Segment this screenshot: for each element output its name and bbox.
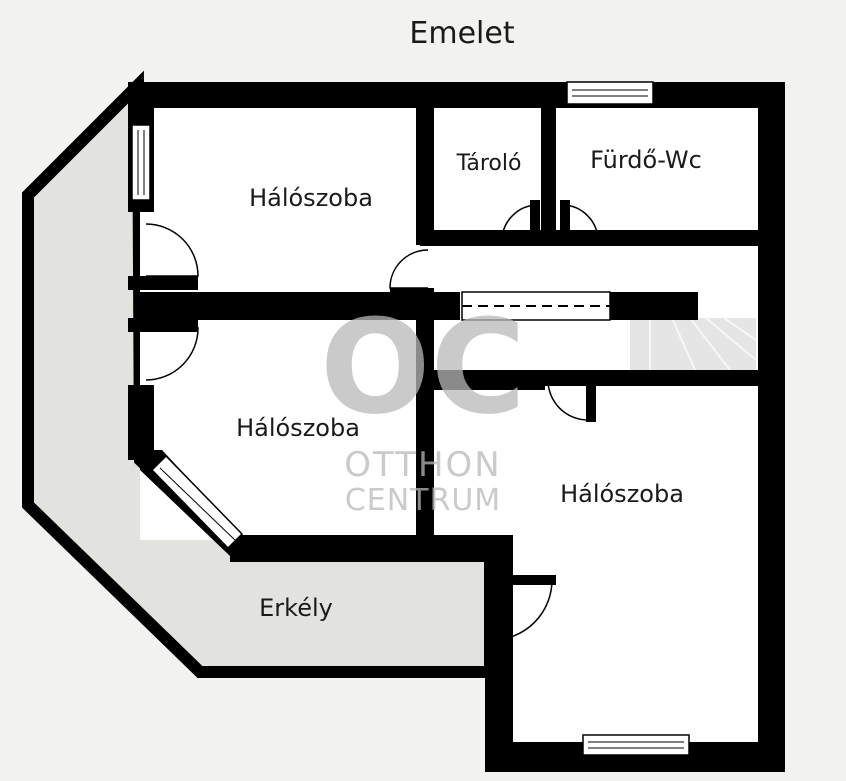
room-label-bedroom-top-left: Hálószoba <box>249 184 373 212</box>
stair-railing <box>461 291 611 321</box>
floor-right-bedroom <box>490 380 772 755</box>
door-leaves <box>128 200 596 585</box>
window-left-top <box>131 124 151 201</box>
plan-title: Emelet <box>409 16 514 51</box>
room-label-bedroom-right: Hálószoba <box>560 480 684 508</box>
window-bottom <box>582 734 690 756</box>
windows <box>131 81 690 756</box>
watermark-logo: OC <box>320 291 526 443</box>
window-top-bath <box>566 81 654 105</box>
staircase <box>630 317 757 371</box>
watermark-line1: OTTHON <box>344 445 501 485</box>
room-label-bathroom: Fürdő-Wc <box>590 146 702 174</box>
room-label-balcony: Erkély <box>259 594 333 622</box>
watermark-line2: CENTRUM <box>345 483 501 518</box>
otthon-centrum-watermark: OC OTTHON CENTRUM <box>320 291 526 518</box>
interior-walls <box>140 95 774 540</box>
room-label-bedroom-bottom-left: Hálószoba <box>236 414 360 442</box>
room-label-storage: Tároló <box>456 151 522 176</box>
